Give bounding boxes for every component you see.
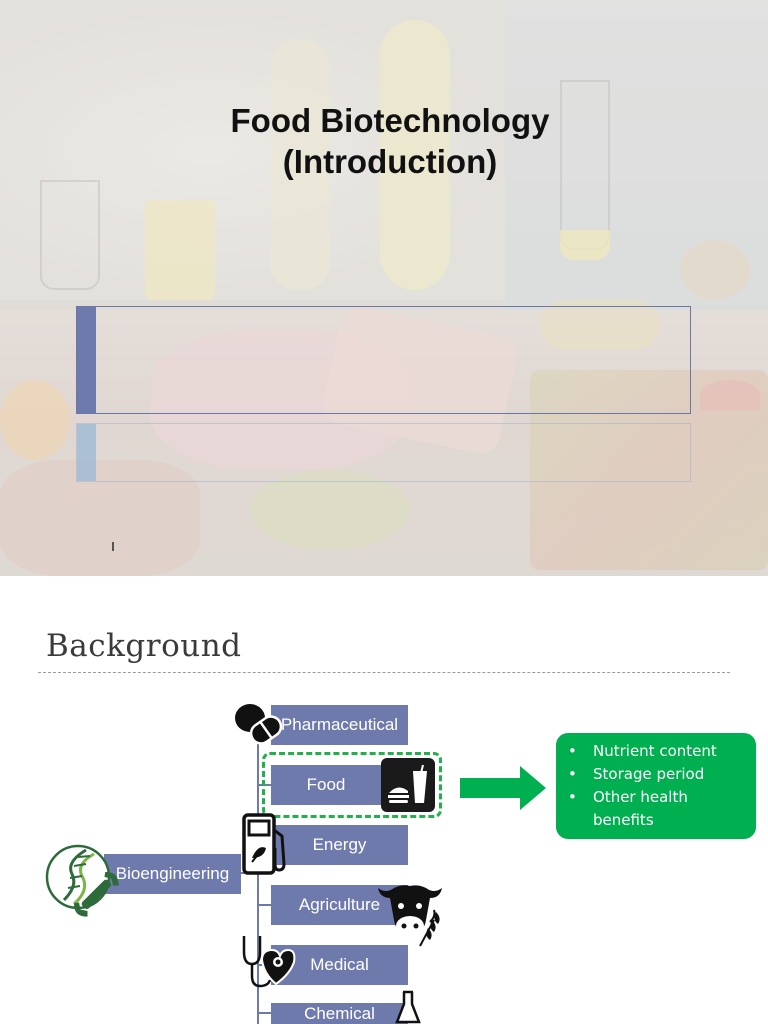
- accent-bar-light: [77, 424, 96, 481]
- subtitle-placeholder[interactable]: [76, 306, 691, 414]
- branch-connector: [257, 904, 271, 906]
- category-label: Chemical: [304, 1004, 375, 1023]
- photo-overlay: [0, 0, 768, 576]
- category-label: Medical: [310, 955, 369, 974]
- title-line-2: (Introduction): [282, 143, 498, 180]
- accent-bar: [77, 307, 96, 413]
- pills-icon: [235, 704, 283, 745]
- slide-title: Food Biotechnology (Introduction): [0, 100, 768, 182]
- benefit-item: Storage period: [568, 763, 748, 786]
- dna-wrench-icon: [45, 844, 119, 917]
- category-label: Food: [306, 775, 346, 794]
- benefit-item: Nutrient content: [568, 740, 748, 763]
- author-placeholder[interactable]: [76, 423, 691, 482]
- category-food: Food: [271, 765, 381, 805]
- title-divider: [38, 672, 730, 673]
- background-photo: [0, 0, 768, 576]
- title-slide: Food Biotechnology (Introduction): [0, 0, 768, 576]
- category-label: Agriculture: [298, 895, 381, 914]
- category-pharmaceutical: Pharmaceutical: [271, 705, 408, 745]
- category-energy: Energy: [271, 825, 408, 865]
- cow-icon: [378, 885, 442, 947]
- title-line-1: Food Biotechnology: [230, 102, 550, 139]
- benefit-item: Other health benefits: [568, 786, 748, 832]
- right-arrow-icon: [460, 766, 546, 810]
- category-label: Pharmaceutical: [280, 715, 399, 734]
- food-drink-icon: [381, 758, 435, 812]
- benefits-box: Nutrient content Storage period Other he…: [556, 733, 756, 839]
- branch-connector: [257, 1012, 271, 1014]
- stethoscope-heart-icon: [242, 936, 296, 988]
- slide-title: Background: [46, 628, 242, 664]
- root-bioengineering: Bioengineering: [104, 854, 241, 894]
- category-label: Energy: [312, 835, 367, 854]
- flask-icon: [395, 990, 421, 1024]
- fuel-pump-icon: [242, 813, 286, 875]
- category-chemical: Chemical: [271, 1003, 408, 1024]
- food-highlight-outline: [262, 752, 442, 818]
- background-slide: Background Bioengineering Pharmaceutical…: [0, 576, 768, 1024]
- root-label: Bioengineering: [115, 864, 230, 883]
- text-cursor: [112, 542, 114, 551]
